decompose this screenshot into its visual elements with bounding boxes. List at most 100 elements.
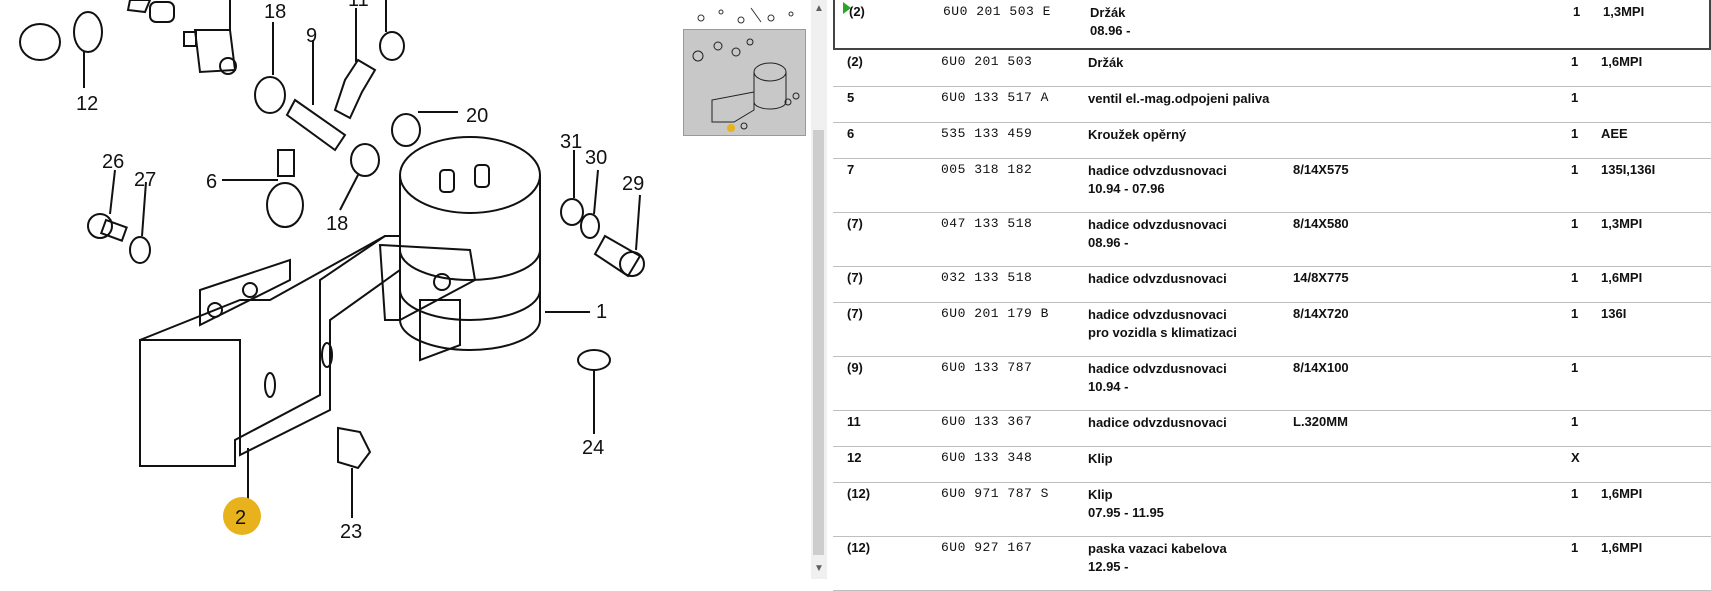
note-cell: L.320MM [1293, 414, 1348, 429]
table-row[interactable]: 11 6U0 133 367 hadice odvzdusnovaci L.320MM… [833, 410, 1711, 447]
part-number-cell: 6U0 201 503 [941, 54, 1033, 69]
part-number-cell: 6U0 133 348 [941, 450, 1033, 465]
callout-2-highlight [223, 497, 261, 535]
table-row[interactable]: (2) 6U0 201 503 Držák 1 1,6MPI [833, 50, 1711, 87]
description-subline: 12.95 - [1088, 559, 1129, 574]
description-line: hadice odvzdusnovaci [1088, 415, 1227, 430]
part-number-cell: 6U0 133 787 [941, 360, 1033, 375]
quantity-cell: 1 [1571, 126, 1579, 141]
model-cell: 1,6MPI [1601, 540, 1643, 555]
position-cell: (12) [847, 486, 871, 501]
description-line: Držák [1090, 5, 1126, 20]
callout-20: 20 [466, 105, 488, 127]
description-line: Držák [1088, 55, 1124, 70]
quantity-cell: 1 [1571, 540, 1579, 555]
callout-2: 2 [235, 507, 246, 529]
part-number-cell: 6U0 927 167 [941, 540, 1033, 555]
quantity-cell: 1 [1571, 414, 1579, 429]
model-cell: 1,3MPI [1603, 4, 1645, 19]
position-cell: 12 [847, 450, 862, 465]
note-cell: 8/14X720 [1293, 306, 1349, 321]
scroll-down-arrow-icon[interactable]: ▼ [814, 563, 824, 574]
callout-9: 9 [306, 25, 317, 47]
position-cell: (7) [847, 306, 863, 321]
quantity-cell: 1 [1571, 162, 1579, 177]
part-number-cell: 6U0 971 787 S [941, 486, 1049, 501]
position-cell: 6 [847, 126, 855, 141]
part-number-cell: 6U0 201 179 B [941, 306, 1049, 321]
quantity-cell: 1 [1571, 54, 1579, 69]
part-number-cell: 6U0 133 517 A [941, 90, 1049, 105]
description-subline: pro vozidla s klimatizaci [1088, 325, 1237, 340]
table-row[interactable]: 12 6U0 133 348 Klip X [833, 446, 1711, 483]
thumbnail-highlight [727, 124, 735, 132]
description-subline: 08.96 - [1088, 235, 1129, 250]
table-row[interactable]: (7) 6U0 201 179 B hadice odvzdusnovaci pro … [833, 302, 1711, 357]
model-cell: 1,6MPI [1601, 270, 1643, 285]
callout-12: 12 [76, 93, 98, 115]
description-line: Klip [1088, 451, 1113, 466]
model-cell: 1,6MPI [1601, 486, 1643, 501]
description-line: Kroužek opěrný [1088, 127, 1187, 142]
quantity-cell: 1 [1573, 4, 1581, 19]
description-line: paska vazaci kabelova [1088, 541, 1227, 556]
description-cell: ventil el.-mag.odpojeni paliva [1088, 90, 1269, 108]
thumbnail-top-strip [697, 7, 794, 24]
description-cell: hadice odvzdusnovaci [1088, 414, 1227, 432]
callout-11: 11 [348, 0, 369, 11]
description-line: hadice odvzdusnovaci [1088, 307, 1227, 322]
note-cell: 8/14X580 [1293, 216, 1349, 231]
description-cell: hadice odvzdusnovaci pro vozidla s klimat… [1088, 306, 1237, 342]
description-cell: hadice odvzdusnovaci [1088, 270, 1227, 288]
table-row[interactable]: (9) 6U0 133 787 hadice odvzdusnovaci 10.94 … [833, 356, 1711, 411]
diagram-thumbnail[interactable] [681, 0, 808, 138]
model-cell: 135I,136I [1601, 162, 1656, 177]
scroll-up-arrow-icon[interactable]: ▲ [814, 3, 824, 14]
quantity-cell: X [1571, 450, 1580, 465]
position-cell: (7) [847, 270, 863, 285]
description-cell: Klip [1088, 450, 1113, 468]
model-cell: 1,6MPI [1601, 54, 1643, 69]
position-cell: 11 [847, 414, 861, 429]
description-line: hadice odvzdusnovaci [1088, 361, 1227, 376]
callout-24: 24 [582, 437, 604, 459]
note-cell: 8/14X100 [1293, 360, 1349, 375]
callout-23: 23 [340, 521, 362, 543]
callout-30: 30 [585, 147, 607, 169]
description-line: ventil el.-mag.odpojeni paliva [1088, 91, 1270, 106]
position-cell: 7 [847, 162, 855, 177]
description-subline: 10.94 - [1088, 379, 1129, 394]
description-subline: 10.94 - 07.96 [1088, 181, 1165, 196]
position-cell: (2) [847, 54, 863, 69]
callout-29: 29 [622, 173, 644, 195]
description-cell: Držák [1088, 54, 1123, 72]
model-cell: 1,3MPI [1601, 216, 1643, 231]
parts-diagram[interactable]: 12 18 9 11 20 26 27 6 18 31 30 29 1 24 2… [0, 0, 680, 579]
position-cell: (9) [847, 360, 863, 375]
callout-18-bottom: 18 [326, 213, 348, 235]
position-cell: (7) [847, 216, 863, 231]
description-subline: 07.95 - 11.95 [1088, 505, 1164, 520]
quantity-cell: 1 [1571, 216, 1579, 231]
quantity-cell: 1 [1571, 486, 1579, 501]
table-row[interactable]: (7) 032 133 518 hadice odvzdusnovaci 14/8X7… [833, 266, 1711, 303]
callout-26: 26 [102, 151, 124, 173]
part-number-cell: 047 133 518 [941, 216, 1033, 231]
part-number-cell: 535 133 459 [941, 126, 1033, 141]
part-number-cell: 6U0 201 503 E [943, 4, 1051, 19]
part-number-cell: 6U0 133 367 [941, 414, 1033, 429]
scrollbar-thumb[interactable] [813, 130, 824, 555]
thumbnail-viewport[interactable] [683, 29, 806, 136]
note-cell: 14/8X775 [1293, 270, 1349, 285]
part-number-cell: 032 133 518 [941, 270, 1033, 285]
